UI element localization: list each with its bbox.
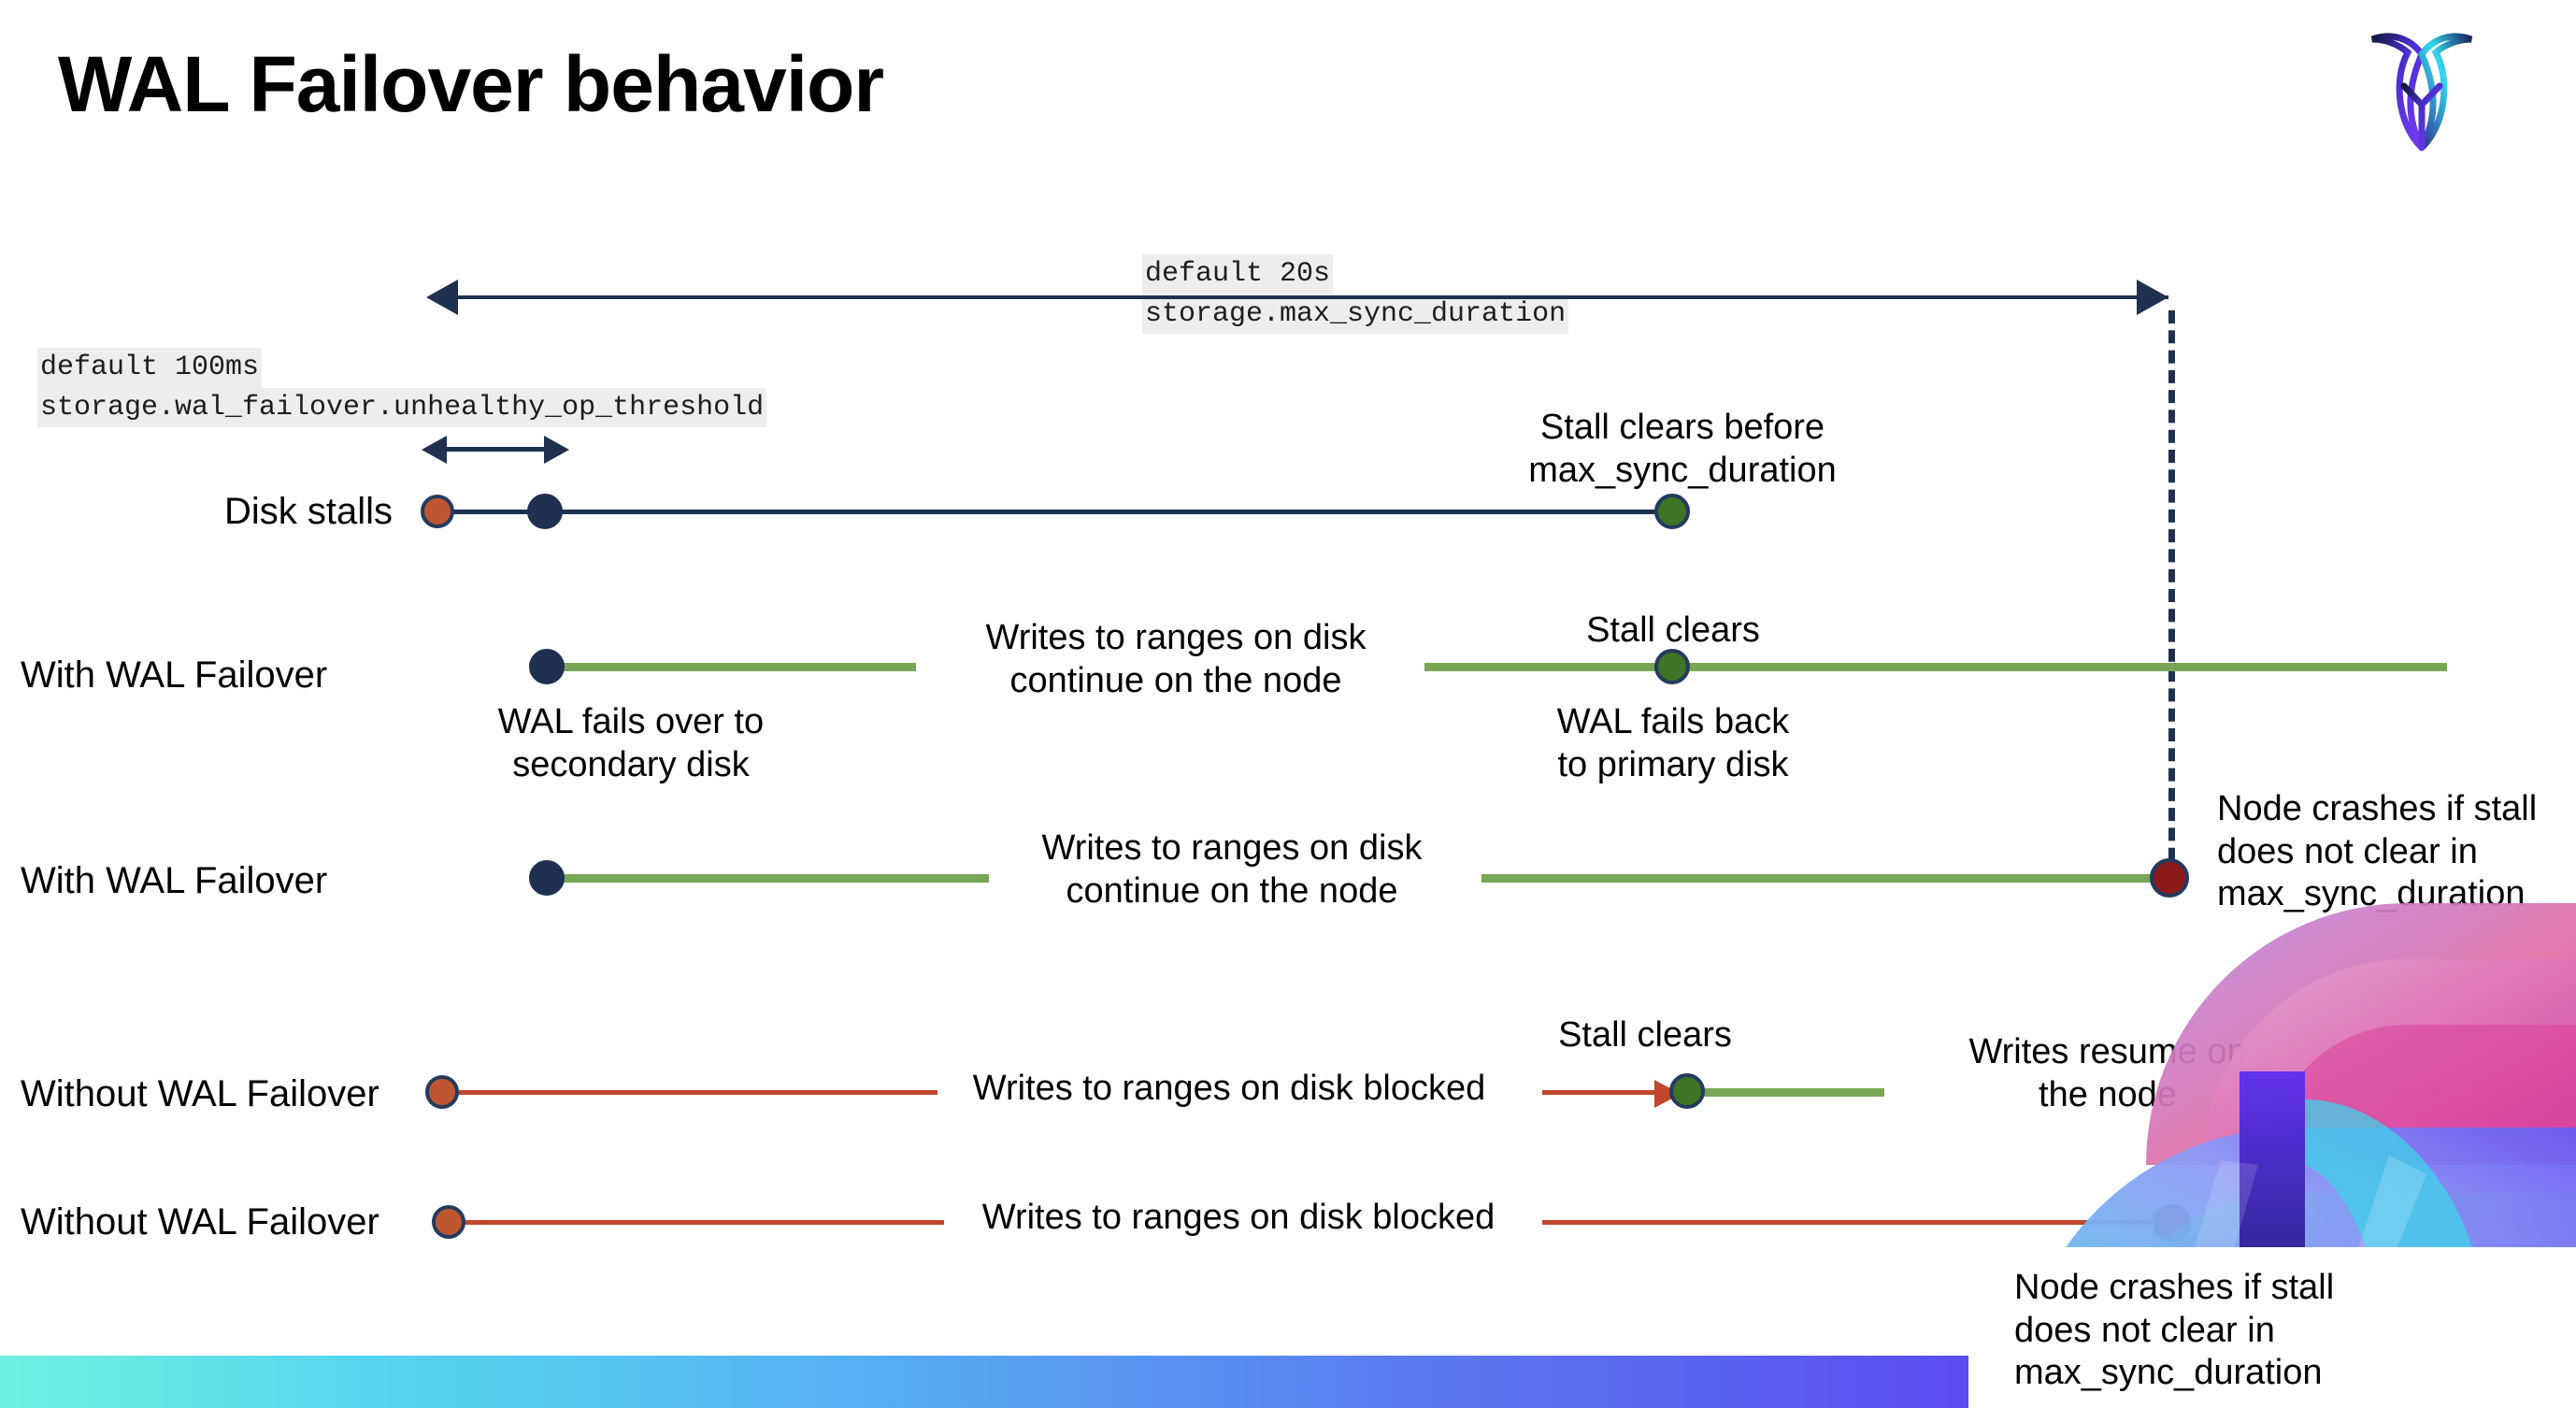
stall-clears-before-line1: Stall clears before: [1539, 408, 1825, 447]
writes-resume-line2: the node: [2039, 1074, 2177, 1114]
annotation-node-crashes-1: Node crashes if stall does not clear in …: [2217, 788, 2576, 916]
max-sync-dashed-connector: [2168, 310, 2175, 881]
writes-resume-line1: Writes resume on: [1968, 1032, 2247, 1071]
wal-failover-2-line-left: [542, 874, 989, 883]
disk-stalls-start-dot: [421, 495, 454, 528]
annotation-writes-blocked-2: Writes to ranges on disk blocked: [981, 1198, 1496, 1237]
row-label-with-wal-failover-1: With WAL Failover: [21, 654, 328, 696]
wal-failover-2-crash-dot: [2150, 858, 2189, 898]
unhealthy-threshold-arrow-right-icon: [544, 436, 569, 464]
unhealthy-threshold-arrow-left-icon: [422, 436, 447, 464]
row-label-without-wal-failover-2: Without WAL Failover: [21, 1201, 379, 1243]
cockroachdb-logo-icon: [2370, 33, 2473, 151]
without-failover-1-line-green-2: [2281, 1088, 2443, 1097]
without-failover-1-line-green: [1682, 1088, 1884, 1097]
annotation-wal-fails-back: WAL fails back to primary disk: [1514, 701, 1832, 786]
annotation-writes-continue-1: Writes to ranges on disk continue on the…: [942, 617, 1410, 702]
max-sync-span-arrow-left-icon: [426, 280, 458, 315]
disk-stalls-clear-dot: [1654, 494, 1690, 529]
writes-continue-1-line2: continue on the node: [1009, 660, 1342, 700]
code-storage-max-sync-duration: storage.max_sync_duration: [1142, 294, 1569, 335]
code-default-20s: default 20s: [1142, 254, 1334, 295]
node-crashes-callout-box: [1968, 1247, 2576, 1408]
without-failover-2-line-left: [458, 1220, 944, 1225]
without-failover-1-line-left: [451, 1090, 937, 1095]
node-crashes-2-line2: does not clear in: [2014, 1310, 2275, 1350]
writes-continue-1-line1: Writes to ranges on disk: [985, 618, 1367, 657]
wal-fails-back-line1: WAL fails back: [1556, 702, 1790, 741]
wal-failover-1-line-right: [1424, 663, 2447, 671]
without-failover-1-clear-dot: [1669, 1073, 1705, 1109]
max-sync-span-line: [458, 295, 2168, 299]
annotation-stall-clears-before-max-sync: Stall clears before max_sync_duration: [1514, 407, 1851, 492]
node-crashes-1-line3: max_sync_duration: [2217, 874, 2526, 914]
code-label-unhealthy-op-threshold: default 100ms storage.wal_failover.unhea…: [37, 348, 767, 428]
disk-stalls-failover-dot: [527, 494, 563, 529]
without-failover-2-crash-dot: [2154, 1204, 2191, 1242]
wal-fails-back-line2: to primary disk: [1557, 744, 1789, 784]
without-failover-2-start-dot: [432, 1205, 465, 1239]
disk-stalls-line: [439, 510, 1673, 514]
page-title: WAL Failover behavior: [58, 40, 884, 128]
annotation-wal-fails-over: WAL fails over to secondary disk: [444, 701, 818, 786]
stall-clears-before-line2: max_sync_duration: [1528, 450, 1837, 490]
code-default-100ms: default 100ms: [37, 348, 263, 388]
code-storage-wal-failover-unhealthy-op-threshold: storage.wal_failover.unhealthy_op_thresh…: [37, 387, 767, 428]
writes-continue-2-line2: continue on the node: [1066, 870, 1398, 911]
annotation-stall-clears-row2: Stall clears: [1586, 611, 1760, 650]
wal-failover-1-line-left: [542, 663, 916, 671]
annotation-writes-continue-2: Writes to ranges on disk continue on the…: [998, 827, 1466, 912]
row-label-with-wal-failover-2: With WAL Failover: [21, 860, 328, 901]
annotation-writes-resume: Writes resume on the node: [1939, 1031, 2276, 1116]
wal-failover-1-failover-dot: [529, 649, 565, 684]
annotation-stall-clears-row4: Stall clears: [1558, 1015, 1732, 1055]
node-crashes-2-line3: max_sync_duration: [2014, 1353, 2323, 1393]
wal-fails-over-line1: WAL fails over to: [497, 702, 765, 741]
annotation-node-crashes-2: Node crashes if stall does not clear in …: [2014, 1267, 2407, 1395]
wal-failover-1-clear-dot: [1654, 649, 1690, 684]
writes-continue-2-line1: Writes to ranges on disk: [1041, 828, 1423, 868]
wal-fails-over-line2: secondary disk: [512, 744, 750, 784]
wal-failover-2-failover-dot: [529, 860, 565, 896]
without-failover-1-line-mid: [1542, 1090, 1654, 1095]
without-failover-1-start-dot: [425, 1075, 459, 1109]
annotation-writes-blocked-1: Writes to ranges on disk blocked: [972, 1069, 1486, 1108]
without-failover-2-line-right: [1542, 1220, 2154, 1225]
unhealthy-threshold-span-line: [447, 447, 544, 452]
bottom-gradient-bar: [0, 1356, 1982, 1408]
node-crashes-1-line2: does not clear in: [2217, 831, 2478, 871]
code-label-max-sync-duration: default 20s storage.max_sync_duration: [1142, 254, 1569, 335]
row-label-disk-stalls: Disk stalls: [223, 491, 393, 532]
max-sync-span-arrow-right-icon: [2137, 280, 2168, 315]
row-label-without-wal-failover-1: Without WAL Failover: [21, 1073, 379, 1114]
wal-failover-2-line-right: [1481, 874, 2168, 883]
node-crashes-2-line1: Node crashes if stall: [2014, 1268, 2335, 1307]
node-crashes-1-line1: Node crashes if stall: [2217, 789, 2538, 828]
